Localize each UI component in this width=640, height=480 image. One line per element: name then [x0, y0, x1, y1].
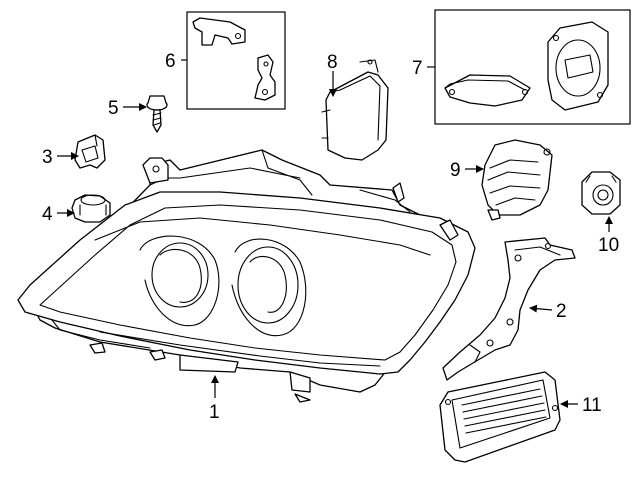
- callout-1: 1: [209, 402, 220, 423]
- clip: [74, 134, 106, 169]
- callout-10: 10: [598, 235, 619, 256]
- bracket: [442, 237, 576, 381]
- headlamp-assembly: [17, 149, 476, 403]
- callout-9: 9: [450, 160, 461, 181]
- callout-11: 11: [582, 395, 602, 416]
- callout-8: 8: [327, 52, 338, 73]
- screw: [146, 95, 168, 133]
- ballast-module: [321, 59, 389, 161]
- bracket-set: [186, 11, 286, 110]
- callout-3: 3: [42, 147, 53, 168]
- callout-6: 6: [165, 51, 176, 72]
- control-module: [439, 371, 561, 463]
- grommet: [71, 194, 111, 223]
- control-unit-set: [434, 9, 631, 125]
- callout-2: 2: [556, 301, 567, 322]
- cover: [481, 139, 553, 221]
- callout-7: 7: [412, 58, 423, 79]
- bulb-socket: [581, 171, 621, 215]
- leader-lines: [57, 59, 613, 408]
- callout-4: 4: [42, 204, 53, 225]
- callout-5: 5: [108, 98, 119, 119]
